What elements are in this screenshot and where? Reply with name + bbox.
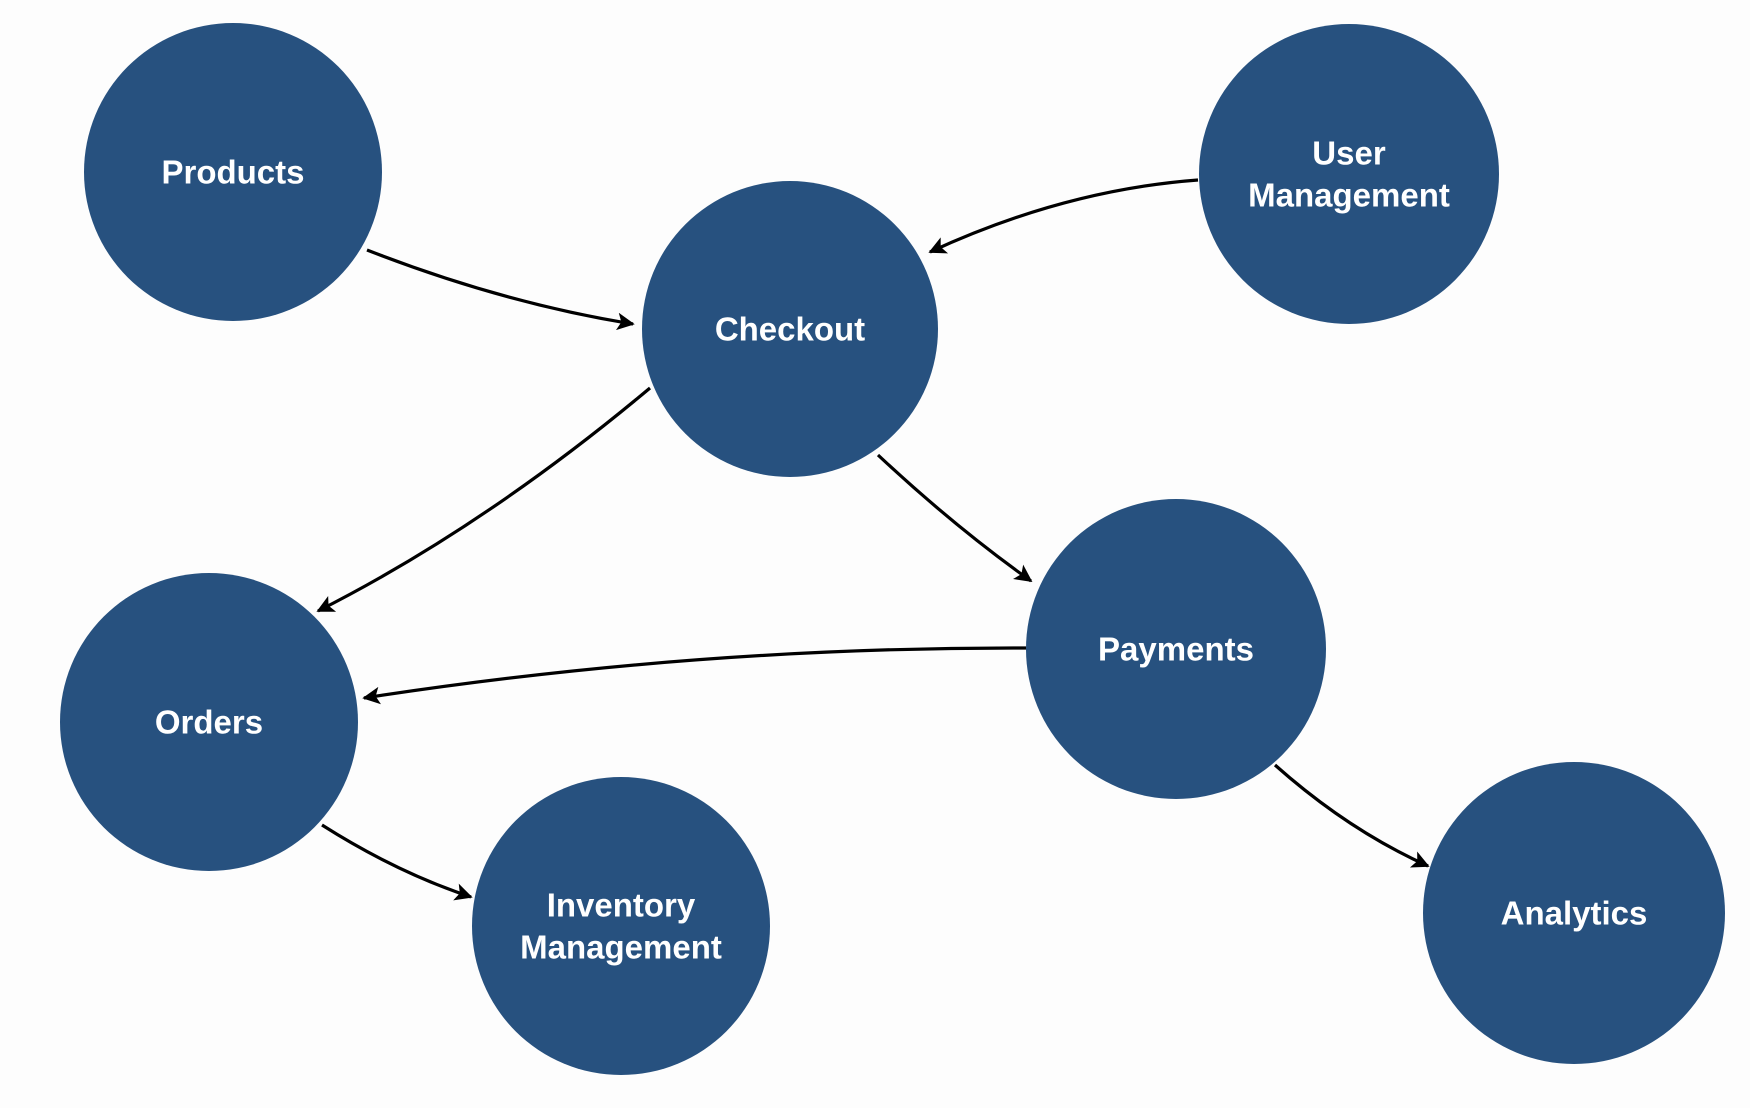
node-label-line: Products [161,154,304,191]
node-circle-payments[interactable] [1026,499,1326,799]
edge-user-management-to-checkout [928,178,1199,254]
node-label-orders: Orders [155,704,263,741]
node-label-line: Analytics [1501,895,1648,932]
node-checkout[interactable]: Checkout [642,181,938,477]
node-circle-products[interactable] [84,23,382,321]
edge-payments-to-analytics [1273,763,1430,868]
node-label-checkout: Checkout [715,311,865,348]
edge-checkout-to-orders [316,386,652,613]
node-circle-user-management[interactable] [1199,24,1499,324]
node-circle-checkout[interactable] [642,181,938,477]
node-label-line: Orders [155,704,263,741]
edge-products-to-checkout [366,248,635,331]
edge-orders-to-inventory-management [321,823,473,901]
node-products[interactable]: Products [84,23,382,321]
edges-layer [316,178,1430,901]
node-analytics[interactable]: Analytics [1423,762,1725,1064]
node-label-analytics: Analytics [1501,895,1648,932]
node-circle-inventory-management[interactable] [472,777,770,1075]
node-label-payments: Payments [1098,631,1254,668]
node-label-products: Products [161,154,304,191]
node-label-line: Payments [1098,631,1254,668]
node-label-line: Management [520,929,722,966]
node-label-line: User [1312,135,1386,172]
node-circle-orders[interactable] [60,573,358,871]
edge-checkout-to-payments [876,453,1033,583]
node-label-line: Management [1248,177,1450,214]
node-circle-analytics[interactable] [1423,762,1725,1064]
node-label-line: Checkout [715,311,865,348]
node-orders[interactable]: Orders [60,573,358,871]
node-label-line: Inventory [547,887,696,924]
edge-payments-to-orders [362,646,1027,705]
node-payments[interactable]: Payments [1026,499,1326,799]
